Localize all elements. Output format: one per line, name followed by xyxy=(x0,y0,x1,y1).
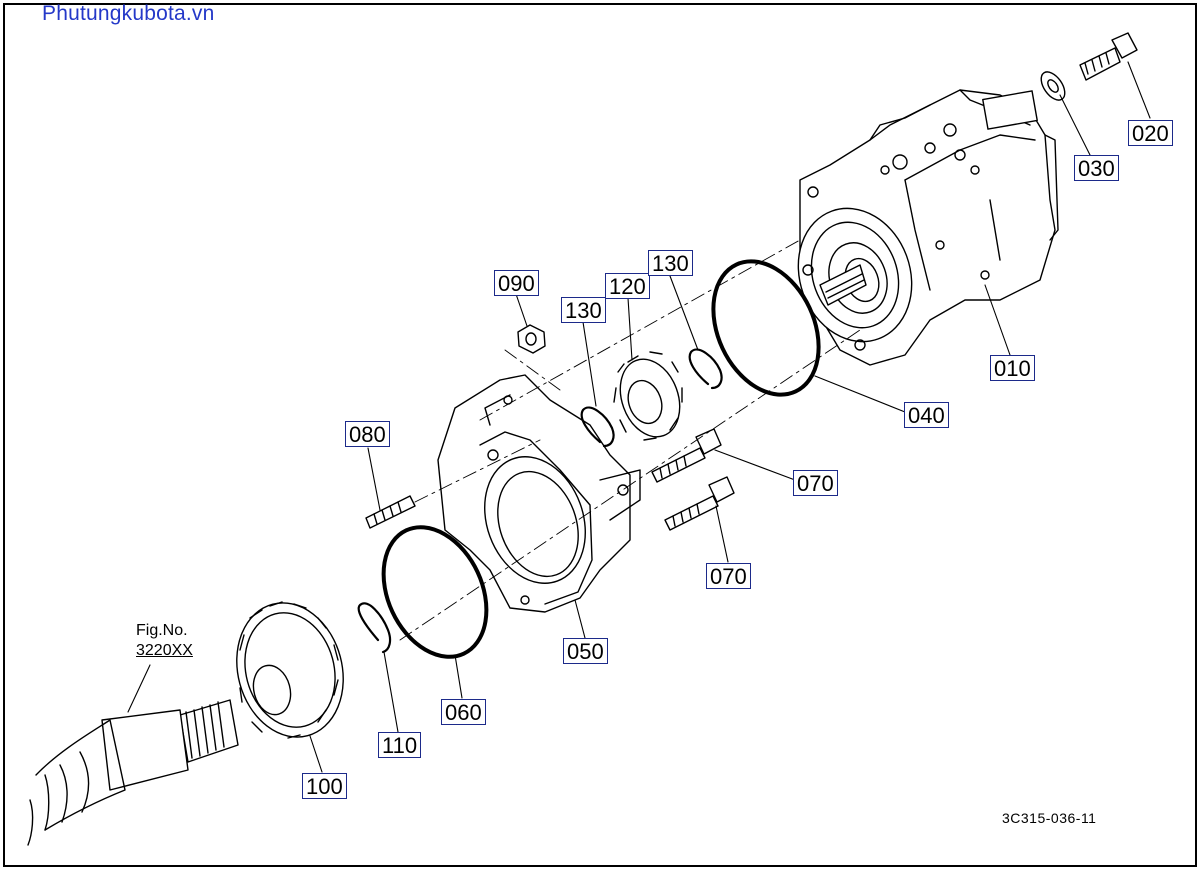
centerline-stud xyxy=(414,439,541,503)
leader-110 xyxy=(383,651,399,733)
snap-ring-130-right xyxy=(688,348,723,390)
gear-100 xyxy=(236,601,344,739)
callout-070-upper: 070 xyxy=(793,470,838,496)
centerline-nut xyxy=(504,349,561,391)
centerline-main xyxy=(399,329,861,641)
snap-ring-130-left xyxy=(580,406,615,448)
leader-120 xyxy=(627,297,633,361)
leader-060 xyxy=(454,654,463,699)
leader-070-upper xyxy=(714,449,796,481)
leader-050 xyxy=(574,599,586,639)
snap-ring-110 xyxy=(357,602,392,654)
figure-reference: Fig.No. 3220XX xyxy=(136,622,193,660)
leader-130-right xyxy=(669,275,699,351)
leader-010 xyxy=(984,284,1011,356)
crankshaft-reference xyxy=(27,699,239,846)
callout-110: 110 xyxy=(378,732,422,758)
leader-080 xyxy=(367,447,381,511)
housing-bracket-050 xyxy=(437,374,641,613)
bolt-020 xyxy=(1079,32,1138,81)
leader-070-lower xyxy=(715,505,729,563)
callout-010: 010 xyxy=(990,355,1035,381)
callout-030: 030 xyxy=(1074,155,1119,181)
o-ring-040 xyxy=(711,259,821,397)
nut-090 xyxy=(517,324,546,354)
hydraulic-pump-010 xyxy=(797,89,1059,366)
gear-120 xyxy=(613,351,683,441)
callout-090: 090 xyxy=(494,270,539,296)
leader-100 xyxy=(309,735,323,773)
leader-130-left xyxy=(582,321,597,407)
leader-030 xyxy=(1059,94,1091,156)
leader-040 xyxy=(814,375,906,413)
callout-020: 020 xyxy=(1128,120,1173,146)
callout-120: 120 xyxy=(605,273,650,299)
bolt-070-lower xyxy=(664,476,735,531)
callout-130-right: 130 xyxy=(648,250,693,276)
watermark-text: Phutungkubota.vn xyxy=(42,2,215,25)
callout-050: 050 xyxy=(563,638,608,664)
centerline-upper xyxy=(479,239,801,421)
callout-070-lower: 070 xyxy=(706,563,751,589)
callout-100: 100 xyxy=(302,773,347,799)
stud-080 xyxy=(365,495,416,529)
o-ring-060 xyxy=(381,525,489,659)
washer-030 xyxy=(1040,71,1066,101)
leader-figref xyxy=(127,664,151,713)
diagram-frame xyxy=(3,3,1197,867)
figure-reference-number: 3220XX xyxy=(136,642,193,659)
document-id: 3C315-036-11 xyxy=(1002,810,1097,826)
callout-080: 080 xyxy=(345,421,390,447)
bolt-070-upper xyxy=(651,428,722,483)
callout-060: 060 xyxy=(441,699,486,725)
callout-130-left: 130 xyxy=(561,297,606,323)
leader-090 xyxy=(515,293,528,327)
callout-040: 040 xyxy=(904,402,949,428)
figure-reference-label: Fig.No. xyxy=(136,622,188,639)
leader-020 xyxy=(1127,61,1151,119)
